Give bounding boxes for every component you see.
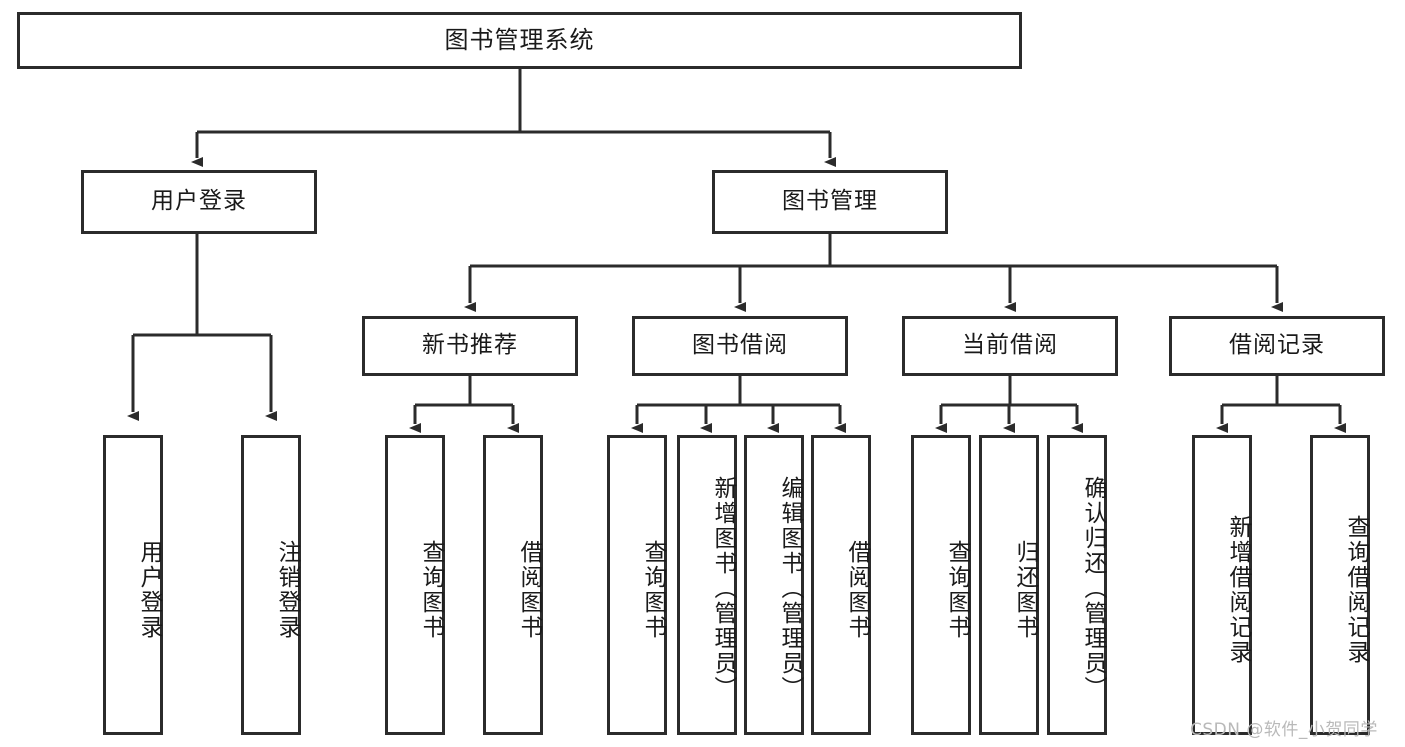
node-leaf-borrow-book-2-label: 借阅图书 [844,540,870,640]
node-leaf-borrow-book-1-label: 借阅图书 [516,540,542,640]
node-leaf-user-login-label: 用户登录 [136,540,162,640]
node-leaf-add-book[interactable]: 新增图书（管理员） [677,435,737,735]
node-leaf-query-book-2[interactable]: 查询图书 [607,435,667,735]
node-leaf-return-book[interactable]: 归还图书 [979,435,1039,735]
node-new-book-recommend[interactable]: 新书推荐 [362,316,578,376]
node-leaf-query-book-1-label: 查询图书 [418,540,444,640]
node-leaf-add-record[interactable]: 新增借阅记录 [1192,435,1252,735]
node-current-borrow-label: 当前借阅 [962,332,1058,359]
node-leaf-user-logout-label: 注销登录 [274,540,300,640]
node-book-borrow[interactable]: 图书借阅 [632,316,848,376]
node-leaf-return-book-label: 归还图书 [1012,540,1038,640]
csdn-watermark: CSDN @软件_小贺同学 [1190,720,1378,740]
node-book-borrow-label: 图书借阅 [692,332,788,359]
node-user-login-label: 用户登录 [151,188,247,215]
node-leaf-confirm-return-label: 确认归还（管理员） [1080,475,1106,701]
node-leaf-borrow-book-1[interactable]: 借阅图书 [483,435,543,735]
node-leaf-query-book-1[interactable]: 查询图书 [385,435,445,735]
node-leaf-borrow-book-2[interactable]: 借阅图书 [811,435,871,735]
node-new-book-recommend-label: 新书推荐 [422,332,518,359]
node-leaf-add-book-label: 新增图书（管理员） [710,475,736,701]
node-root[interactable]: 图书管理系统 [17,12,1022,69]
node-borrow-record-label: 借阅记录 [1229,332,1325,359]
node-user-login[interactable]: 用户登录 [81,170,317,234]
node-leaf-user-login[interactable]: 用户登录 [103,435,163,735]
node-leaf-add-record-label: 新增借阅记录 [1225,515,1251,665]
node-book-management-label: 图书管理 [782,188,878,215]
node-leaf-confirm-return[interactable]: 确认归还（管理员） [1047,435,1107,735]
node-leaf-user-logout[interactable]: 注销登录 [241,435,301,735]
node-leaf-query-book-2-label: 查询图书 [640,540,666,640]
node-borrow-record[interactable]: 借阅记录 [1169,316,1385,376]
node-book-management[interactable]: 图书管理 [712,170,948,234]
node-root-label: 图书管理系统 [444,26,595,55]
node-leaf-query-record[interactable]: 查询借阅记录 [1310,435,1370,735]
node-leaf-edit-book-label: 编辑图书（管理员） [777,475,803,701]
node-leaf-query-book-3[interactable]: 查询图书 [911,435,971,735]
node-leaf-query-record-label: 查询借阅记录 [1343,515,1369,665]
node-current-borrow[interactable]: 当前借阅 [902,316,1118,376]
node-leaf-query-book-3-label: 查询图书 [944,540,970,640]
node-leaf-edit-book[interactable]: 编辑图书（管理员） [744,435,804,735]
